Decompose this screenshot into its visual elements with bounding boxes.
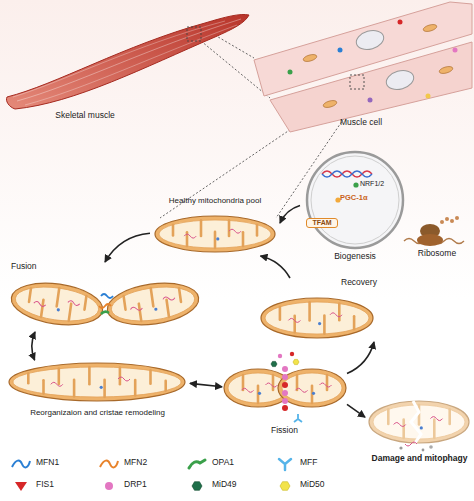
mitochondrion: Fission bbox=[222, 356, 347, 444]
legend-icon bbox=[98, 457, 120, 471]
factor-label: NRF1/2 bbox=[360, 180, 404, 188]
legend-label: MiD49 bbox=[212, 480, 270, 490]
legend-item: MFN2 bbox=[98, 455, 184, 473]
legend-symbol bbox=[186, 479, 208, 493]
legend-label: DRP1 bbox=[124, 480, 182, 490]
muscle-cell: Muscle cell bbox=[250, 0, 474, 135]
stage-label: Biogenesis bbox=[315, 252, 395, 262]
nucleus-art bbox=[300, 150, 410, 268]
factor-label: PGC-1α bbox=[340, 194, 390, 203]
mitochondrion: Fusion bbox=[5, 262, 205, 332]
legend-item: MiD50 bbox=[274, 477, 360, 495]
stage-label: Reorganizaion and cristae remodeling bbox=[5, 408, 190, 417]
mitochondrion-art bbox=[5, 360, 190, 438]
legend-symbol bbox=[10, 479, 32, 493]
cell-label: Muscle cell bbox=[340, 118, 430, 128]
legend-label: MiD50 bbox=[300, 480, 358, 490]
legend-icon bbox=[98, 479, 120, 493]
damaged-mitochondrion: Damage and mitophagy bbox=[365, 392, 474, 476]
legend-icon bbox=[186, 457, 208, 471]
legend-item: MFN1 bbox=[10, 455, 96, 473]
process-arrow bbox=[190, 383, 222, 386]
legend-label: MFF bbox=[300, 458, 358, 468]
process-arrow bbox=[261, 256, 291, 278]
legend-item: FIS1 bbox=[10, 477, 96, 495]
mitochondrion: Recovery bbox=[255, 278, 395, 342]
muscle-illustration: Skeletal muscle bbox=[5, 5, 250, 125]
legend-icon bbox=[274, 479, 296, 493]
legend-label: MFN1 bbox=[36, 458, 94, 468]
part-label: Ribosome bbox=[402, 249, 472, 259]
muscle-illustration-art bbox=[5, 5, 250, 125]
legend-label: MFN2 bbox=[124, 458, 182, 468]
mitochondrion: Healthy mitochondria pool bbox=[150, 196, 280, 256]
legend-icon bbox=[186, 479, 208, 493]
legend-icon bbox=[10, 457, 32, 471]
process-arrow bbox=[347, 404, 365, 417]
legend-item: MiD49 bbox=[186, 477, 272, 495]
factor-label: TFAM bbox=[306, 218, 338, 228]
legend-symbol bbox=[186, 457, 208, 471]
stage-label: Healthy mitochondria pool bbox=[150, 196, 280, 205]
legend-symbol bbox=[98, 479, 120, 493]
legend-symbol bbox=[274, 457, 296, 471]
stage-label: Fission bbox=[252, 426, 317, 436]
legend-item: DRP1 bbox=[98, 477, 184, 495]
stage-label: Recovery bbox=[341, 278, 395, 288]
legend-item: MFF bbox=[274, 455, 360, 473]
process-arrow bbox=[347, 342, 374, 374]
legend-symbol bbox=[10, 457, 32, 471]
process-arrow bbox=[105, 233, 150, 262]
mitochondrion-art bbox=[5, 262, 205, 332]
background-wash bbox=[0, 0, 474, 300]
legend-label: FIS1 bbox=[36, 480, 94, 490]
stage-label: Damage and mitophagy bbox=[365, 454, 474, 464]
ribosome-symbol bbox=[404, 216, 464, 246]
legend-symbol bbox=[98, 457, 120, 471]
mitochondrion: Reorganizaion and cristae remodeling bbox=[5, 360, 190, 438]
legend-item: OPA1 bbox=[186, 455, 272, 473]
legend-icon bbox=[274, 457, 296, 471]
legend-icon bbox=[10, 479, 32, 493]
nucleus: NRF1/2PGC-1αTFAM Biogenesis bbox=[300, 150, 410, 268]
mitochondrion-art bbox=[255, 278, 395, 342]
damaged-mitochondrion-art bbox=[365, 392, 474, 476]
legend: MFN1 MFN2 OPA1 MFF FIS1 DRP1 MiD49 MiD50 bbox=[10, 455, 360, 499]
legend-label: OPA1 bbox=[212, 458, 270, 468]
process-arrow bbox=[32, 332, 35, 360]
muscle-cell-art bbox=[250, 0, 474, 135]
muscle-label: Skeletal muscle bbox=[25, 111, 145, 121]
stage-label: Fusion bbox=[11, 262, 51, 272]
process-arrow bbox=[280, 206, 300, 224]
legend-symbol bbox=[274, 479, 296, 493]
